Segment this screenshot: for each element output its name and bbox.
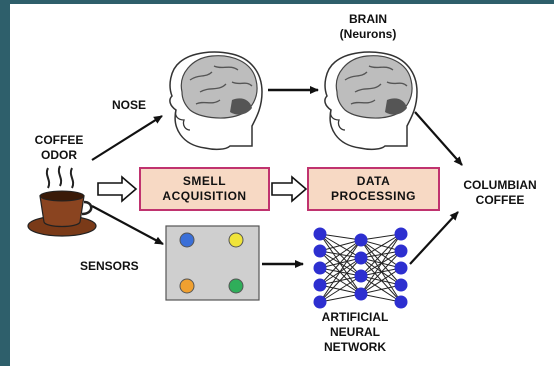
hollow-arrow-smell-to-data — [271, 175, 308, 203]
network-neuron — [313, 244, 327, 258]
coffee-odor-label: COFFEE ODOR — [26, 133, 92, 163]
hollow-arrow-coffee-to-smell — [97, 175, 138, 203]
brain-label: BRAIN (Neurons) — [328, 12, 408, 42]
network-connection — [360, 233, 402, 295]
ann-label-line3: NETWORK — [324, 340, 386, 354]
neural-network-graphic — [313, 227, 408, 309]
network-connection — [319, 233, 362, 241]
network-connection — [360, 293, 402, 303]
smell-acquisition-box: SMELL ACQUISITION — [139, 167, 270, 211]
coffee-odor-line1: COFFEE — [34, 133, 84, 147]
network-connection — [360, 233, 402, 259]
sensor-array — [165, 225, 260, 301]
network-connection — [360, 250, 402, 295]
sensors-label: SENSORS — [80, 259, 139, 273]
human-head-brain-icon-left — [169, 51, 263, 151]
network-connection — [319, 239, 362, 286]
data-box-line2: PROCESSING — [330, 189, 416, 203]
coffee-odor-line2: ODOR — [41, 148, 77, 162]
arrow-brain-to-columbian — [414, 111, 463, 166]
brain-label-line1: BRAIN — [349, 12, 387, 26]
network-neuron — [354, 287, 368, 301]
sensor-dot-orange — [179, 278, 195, 294]
network-neuron — [313, 227, 327, 241]
sensor-dot-blue — [179, 232, 195, 248]
ann-label-line1: ARTIFICIAL — [321, 310, 389, 324]
data-box-line1: DATA — [356, 174, 391, 188]
columbian-coffee-label: COLUMBIAN COFFEE — [450, 178, 550, 208]
network-connection — [319, 275, 362, 303]
network-neuron — [394, 278, 408, 292]
sensor-dot-yellow — [228, 232, 244, 248]
coffee-cup-icon — [27, 165, 97, 237]
smell-box-line2: ACQUISITION — [162, 189, 247, 203]
network-neuron — [354, 251, 368, 265]
brain-label-line2: (Neurons) — [339, 27, 397, 41]
network-connection — [360, 233, 402, 277]
network-neuron — [313, 295, 327, 309]
network-neuron — [354, 269, 368, 283]
smell-box-line1: SMELL — [182, 174, 227, 188]
network-connection — [319, 239, 362, 303]
network-connection — [319, 257, 362, 303]
arrow-network-to-columbian — [409, 211, 459, 265]
columbian-line1: COLUMBIAN — [463, 178, 537, 192]
network-neuron — [394, 227, 408, 241]
network-neuron — [313, 278, 327, 292]
network-connection — [319, 239, 362, 269]
arrow-coffee-to-sensors — [91, 205, 164, 245]
network-neuron — [354, 233, 368, 247]
network-neuron — [394, 295, 408, 309]
network-neuron — [394, 244, 408, 258]
human-head-brain-icon-right — [324, 51, 418, 151]
arrow-coffee-to-nose — [91, 115, 163, 161]
network-neuron — [313, 261, 327, 275]
network-neuron — [394, 261, 408, 275]
ann-label-line2: NEURAL — [330, 325, 380, 339]
ann-label: ARTIFICIAL NEURAL NETWORK — [300, 310, 410, 355]
network-connection — [319, 239, 362, 252]
network-connection — [319, 293, 362, 303]
sensor-dot-green — [228, 278, 244, 294]
columbian-line2: COFFEE — [475, 193, 525, 207]
data-processing-box: DATA PROCESSING — [307, 167, 440, 211]
nose-label: NOSE — [112, 98, 147, 112]
network-connection — [360, 267, 402, 295]
network-connection — [360, 233, 402, 241]
network-connection — [360, 284, 402, 295]
